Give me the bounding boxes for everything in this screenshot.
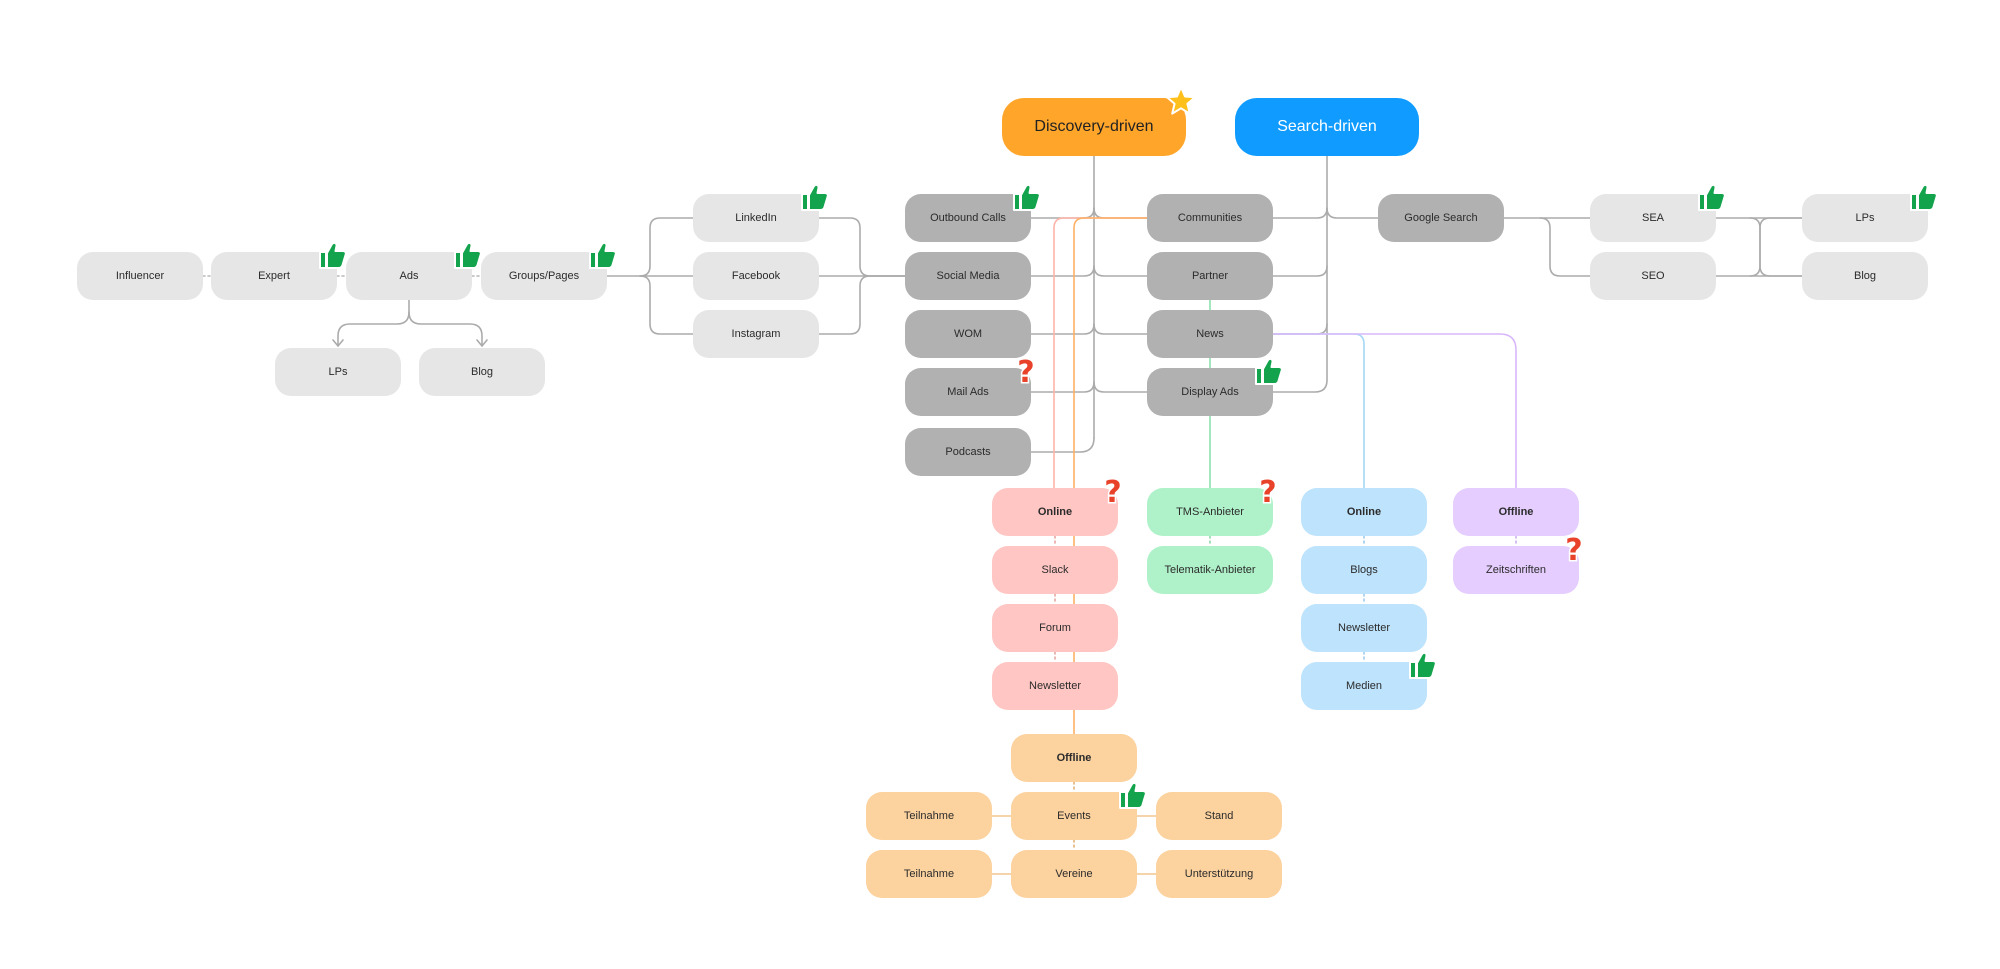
node-news-newsletter[interactable]: Newsletter <box>1301 604 1427 652</box>
node-events[interactable]: Events <box>1011 792 1137 840</box>
node-instagram[interactable]: Instagram <box>693 310 819 358</box>
connector-search-partner <box>1272 265 1328 277</box>
node-social-media[interactable]: Social Media <box>905 252 1031 300</box>
node-outbound-calls[interactable]: Outbound Calls <box>905 194 1031 242</box>
connector-groups-instagram <box>639 275 694 335</box>
node-medien[interactable]: Medien <box>1301 662 1427 710</box>
node-discovery-driven[interactable]: Discovery-driven <box>1002 98 1186 156</box>
node-wom[interactable]: WOM <box>905 310 1031 358</box>
connector-seo-lps <box>1749 217 1803 277</box>
node-sea[interactable]: SEA <box>1590 194 1716 242</box>
node-tms-anbieter[interactable]: TMS-Anbieter <box>1147 488 1273 536</box>
node-podcasts[interactable]: Podcasts <box>905 428 1031 476</box>
node-linkedin[interactable]: LinkedIn <box>693 194 819 242</box>
node-stand[interactable]: Stand <box>1156 792 1282 840</box>
node-expert[interactable]: Expert <box>211 252 337 300</box>
connector-groups-linkedin <box>639 217 694 277</box>
connector-discovery-right-3 <box>1093 381 1148 393</box>
node-news-offline[interactable]: Offline <box>1453 488 1579 536</box>
node-partner[interactable]: Partner <box>1147 252 1273 300</box>
node-communities[interactable]: Communities <box>1147 194 1273 242</box>
node-google-search[interactable]: Google Search <box>1378 194 1504 242</box>
arrowhead-lps-icon <box>332 339 344 347</box>
node-search-driven[interactable]: Search-driven <box>1235 98 1419 156</box>
node-display-ads[interactable]: Display Ads <box>1147 368 1273 416</box>
node-groups-pages[interactable]: Groups/Pages <box>481 252 607 300</box>
connector-ads-lps <box>337 299 410 347</box>
node-slack[interactable]: Slack <box>992 546 1118 594</box>
connector-ads-blog <box>408 311 483 347</box>
node-seo[interactable]: SEO <box>1590 252 1716 300</box>
connector-discovery-right-1 <box>1093 265 1148 277</box>
node-communities-online[interactable]: Online <box>992 488 1118 536</box>
node-news[interactable]: News <box>1147 310 1273 358</box>
node-teilnahme-events[interactable]: Teilnahme <box>866 792 992 840</box>
connector-communities-offline <box>1073 217 1148 735</box>
node-communities-offline[interactable]: Offline <box>1011 734 1137 782</box>
connector-discovery-podcasts <box>1030 437 1095 453</box>
node-news-online[interactable]: Online <box>1301 488 1427 536</box>
node-communities-newsletter[interactable]: Newsletter <box>992 662 1118 710</box>
node-facebook[interactable]: Facebook <box>693 252 819 300</box>
connector-communities-online <box>1053 217 1148 489</box>
node-blog-right[interactable]: Blog <box>1802 252 1928 300</box>
connector-discovery-right-2 <box>1093 323 1148 335</box>
node-influencer[interactable]: Influencer <box>77 252 203 300</box>
node-vereine[interactable]: Vereine <box>1011 850 1137 898</box>
node-telematik-anbieter[interactable]: Telematik-Anbieter <box>1147 546 1273 594</box>
node-blog-left[interactable]: Blog <box>419 348 545 396</box>
connector-search-google <box>1326 207 1379 219</box>
node-lps-left[interactable]: LPs <box>275 348 401 396</box>
connector-news-offline <box>1272 333 1517 489</box>
node-zeitschriften[interactable]: Zeitschriften <box>1453 546 1579 594</box>
node-ads[interactable]: Ads <box>346 252 472 300</box>
node-unterstuetzung[interactable]: Unterstützung <box>1156 850 1282 898</box>
connector-instagram-social <box>818 275 906 335</box>
node-forum[interactable]: Forum <box>992 604 1118 652</box>
node-blogs[interactable]: Blogs <box>1301 546 1427 594</box>
connector-search-trunk <box>1272 155 1328 393</box>
arrowhead-blog-icon <box>476 339 488 347</box>
node-lps-right[interactable]: LPs <box>1802 194 1928 242</box>
node-teilnahme-vereine[interactable]: Teilnahme <box>866 850 992 898</box>
connector-google-seo <box>1539 217 1591 277</box>
node-mail-ads[interactable]: Mail Ads <box>905 368 1031 416</box>
